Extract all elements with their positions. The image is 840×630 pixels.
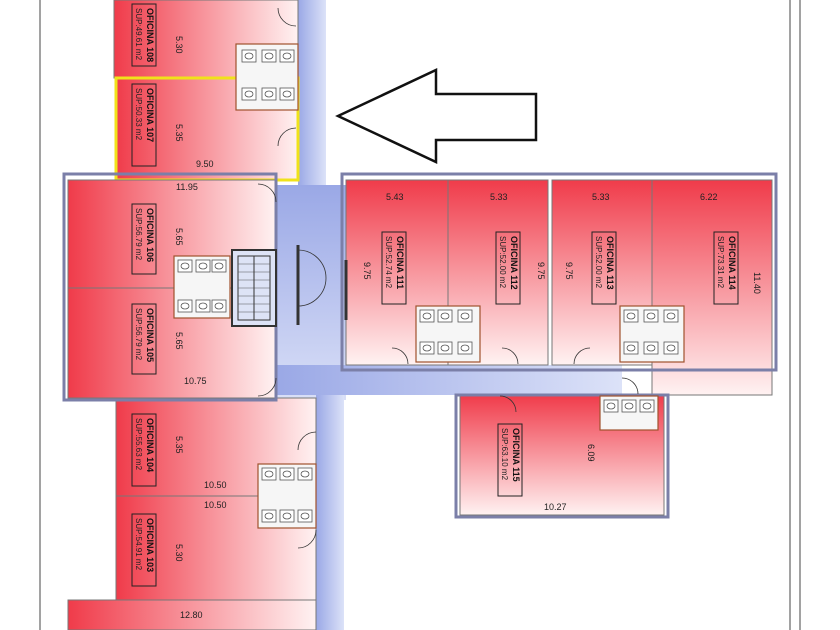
width-104: 10.50 [204, 480, 227, 490]
dimension-labels: 5.30 5.35 9.50 11.95 5.65 5.65 10.75 5.3… [174, 36, 762, 620]
corridor-upper [298, 0, 326, 185]
width-111: 5.43 [386, 192, 404, 202]
office-label-box [381, 231, 407, 305]
office-area: SUP:54.91 m2 [134, 518, 143, 571]
office-name: OFICINA 107 [145, 88, 155, 142]
toilet-icon [415, 305, 481, 363]
width-103: 10.50 [204, 500, 227, 510]
office-name: OFICINA 103 [145, 518, 155, 572]
room-102[interactable] [67, 599, 317, 630]
pointer-arrow-icon [335, 68, 538, 164]
office-area: SUP:73.31 m2 [716, 236, 725, 289]
corridor-lower [316, 395, 344, 630]
office-area: SUP:52.00 m2 [594, 236, 603, 289]
office-name: OFICINA 106 [145, 208, 155, 262]
dim-115: 6.09 [586, 444, 596, 462]
office-area: SUP:52.00 m2 [498, 236, 507, 289]
toilet-icon [257, 463, 317, 529]
office-name: OFICINA 105 [145, 308, 155, 362]
dim-107: 5.35 [174, 124, 184, 142]
dim-114: 11.40 [752, 272, 762, 294]
office-label-box [591, 231, 617, 305]
office-name: OFICINA 114 [727, 236, 737, 290]
office-area: SUP:49.61 m2 [134, 8, 143, 61]
toilet-icon [619, 305, 685, 363]
office-area: SUP:50.33 m2 [134, 88, 143, 141]
office-name: OFICINA 104 [145, 418, 155, 472]
office-area: SUP:56.79 m2 [134, 308, 143, 361]
dim-111: 9.75 [362, 262, 372, 280]
office-name: OFICINA 115 [511, 428, 521, 482]
office-label-box [713, 231, 739, 305]
office-area: SUP:52.74 m2 [384, 236, 393, 289]
office-label-box [131, 513, 157, 587]
office-label-box [131, 413, 157, 487]
toilet-icon [173, 255, 231, 319]
toilet-icon [599, 395, 659, 431]
width-115: 10.27 [544, 502, 567, 512]
width-102: 12.80 [180, 610, 203, 620]
dim-104: 5.35 [174, 436, 184, 454]
office-label-box [131, 83, 157, 167]
dim-106: 5.65 [174, 228, 184, 246]
width-105: 10.75 [184, 376, 207, 386]
office-label-box [497, 423, 523, 497]
office-name: OFICINA 112 [509, 236, 519, 290]
office-name: OFICINA 113 [605, 236, 615, 290]
dim-108: 5.30 [174, 36, 184, 54]
dim-105: 5.65 [174, 332, 184, 350]
toilet-icon [235, 43, 299, 111]
office-area: SUP:55.63 m2 [134, 418, 143, 471]
width-113: 5.33 [592, 192, 610, 202]
office-name: OFICINA 108 [145, 8, 155, 62]
office-area: SUP:56.79 m2 [134, 208, 143, 261]
dim-113: 9.75 [564, 262, 574, 280]
dim-103: 5.30 [174, 544, 184, 562]
width-112: 5.33 [490, 192, 508, 202]
corridor-central [276, 185, 346, 400]
office-label-box [495, 231, 521, 305]
stair-icon [231, 249, 277, 327]
width-114: 6.22 [700, 192, 718, 202]
door-swing-icon [257, 7, 639, 549]
width-106: 11.95 [176, 182, 198, 192]
office-label-box [131, 303, 157, 375]
office-area: SUP:63.10 m2 [500, 428, 509, 481]
width-107: 9.50 [196, 159, 214, 169]
dim-112: 9.75 [536, 262, 546, 280]
office-name: OFICINA 111 [395, 236, 405, 289]
office-label-box [131, 3, 157, 67]
office-label-box [131, 203, 157, 275]
